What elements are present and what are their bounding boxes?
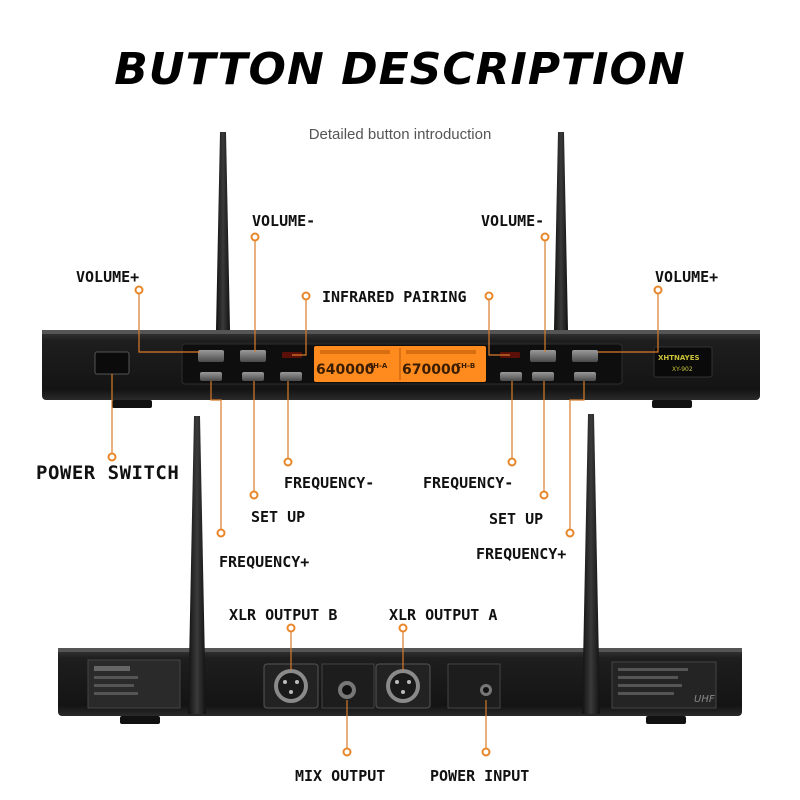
- label-volume-plus-right: VOLUME+: [655, 268, 719, 286]
- label-frequency-minus-left: FREQUENCY-: [284, 474, 375, 492]
- marker-infrared-left: [301, 291, 311, 301]
- vol-button-left-b: [240, 350, 266, 362]
- brand-name: XHTNAYES: [658, 354, 700, 362]
- marker-mix-output: [342, 747, 352, 757]
- marker-frequency-plus-left: [216, 528, 226, 538]
- lcd-freq-a: 640000: [316, 362, 375, 378]
- freq-minus-button-right: [574, 372, 596, 381]
- label-xlr-output-a: XLR OUTPUT A: [389, 606, 498, 624]
- marker-volume-plus-left: [134, 285, 144, 295]
- marker-volume-minus-right: [540, 232, 550, 242]
- lcd-channel-a: CH-A: [368, 362, 388, 370]
- uhf-badge: UHF: [694, 694, 715, 705]
- freq-button-left-c: [280, 372, 302, 381]
- label-volume-minus-right: VOLUME-: [481, 212, 545, 230]
- marker-xlr-output-b: [286, 623, 296, 633]
- marker-infrared-right: [484, 291, 494, 301]
- label-power-switch: POWER SWITCH: [36, 462, 180, 484]
- label-infrared-pairing: INFRARED PAIRING: [322, 288, 467, 306]
- marker-setup-left: [249, 490, 259, 500]
- lcd-channel-b: CH-B: [456, 362, 475, 370]
- marker-volume-plus-right: [653, 285, 663, 295]
- marker-frequency-plus-right: [565, 528, 575, 538]
- label-setup-left: SET UP: [251, 508, 306, 526]
- marker-power-input: [481, 747, 491, 757]
- page-subtitle: Detailed button introduction: [308, 126, 492, 143]
- brand-model: XY-902: [672, 366, 693, 373]
- label-frequency-plus-right: FREQUENCY+: [476, 545, 567, 563]
- set-button-left: [200, 372, 222, 381]
- freq-minus-button-left: [242, 372, 264, 381]
- vol-button-right-b: [572, 350, 598, 362]
- power-switch: [94, 351, 130, 375]
- vol-button-left-a: [198, 350, 224, 362]
- page-title: BUTTON DESCRIPTION: [114, 44, 686, 95]
- label-setup-right: SET UP: [489, 510, 544, 528]
- marker-setup-right: [539, 490, 549, 500]
- vol-button-right-a: [530, 350, 556, 362]
- marker-frequency-minus-right: [507, 457, 517, 467]
- marker-volume-minus-left: [250, 232, 260, 242]
- label-volume-plus-left: VOLUME+: [76, 268, 140, 286]
- label-frequency-minus-right: FREQUENCY-: [423, 474, 514, 492]
- antenna-right-rear: [582, 414, 600, 714]
- marker-xlr-output-a: [398, 623, 408, 633]
- set-button-right: [532, 372, 554, 381]
- antenna-left-rear: [188, 416, 206, 714]
- brand-window: [653, 346, 713, 378]
- freq-button-right-c: [500, 372, 522, 381]
- marker-frequency-minus-left: [283, 457, 293, 467]
- label-power-input: POWER INPUT: [430, 767, 530, 785]
- label-frequency-plus-left: FREQUENCY+: [219, 553, 310, 571]
- lcd-freq-b: 670000: [402, 362, 461, 378]
- label-mix-output: MIX OUTPUT: [295, 767, 386, 785]
- antenna-left-front: [216, 132, 230, 330]
- marker-power-switch: [107, 452, 117, 462]
- antenna-right-front: [554, 132, 568, 330]
- label-xlr-output-b: XLR OUTPUT B: [229, 606, 338, 624]
- label-volume-minus-left: VOLUME-: [252, 212, 316, 230]
